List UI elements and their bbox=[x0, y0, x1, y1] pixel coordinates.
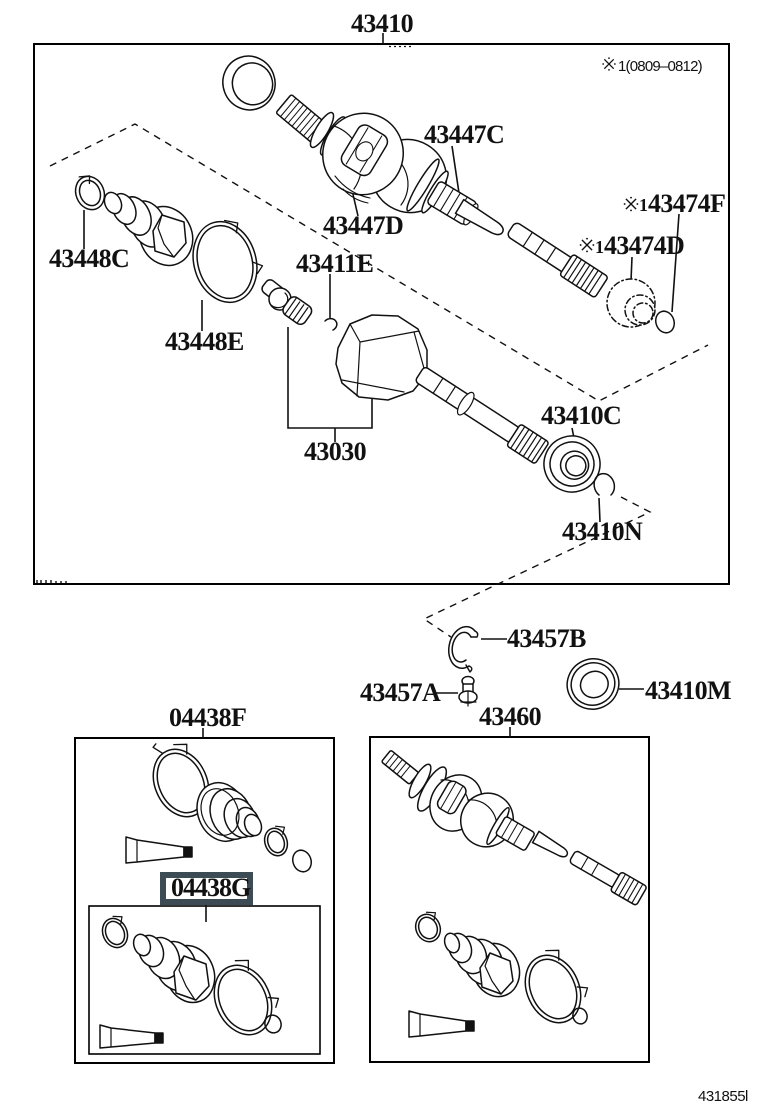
svg-text:43411E: 43411E bbox=[296, 249, 374, 278]
svg-text:43474F: 43474F bbox=[648, 189, 725, 218]
svg-text:43457A: 43457A bbox=[360, 678, 441, 707]
svg-text:43457B: 43457B bbox=[507, 624, 586, 653]
svg-text:43410N: 43410N bbox=[562, 517, 643, 546]
svg-text:04438G: 04438G bbox=[171, 873, 251, 902]
svg-text:43410M: 43410M bbox=[645, 676, 731, 705]
svg-text:43448C: 43448C bbox=[49, 244, 129, 273]
svg-text:43447D: 43447D bbox=[323, 211, 403, 240]
svg-text:43460: 43460 bbox=[479, 702, 542, 731]
svg-text:1(0809–0812): 1(0809–0812) bbox=[618, 58, 703, 75]
svg-text:43030: 43030 bbox=[304, 437, 367, 466]
svg-text:43410: 43410 bbox=[351, 9, 414, 38]
svg-text:43410C: 43410C bbox=[541, 401, 621, 430]
svg-text:43448E: 43448E bbox=[165, 327, 244, 356]
svg-text:43447C: 43447C bbox=[424, 120, 504, 149]
svg-text:04438F: 04438F bbox=[169, 703, 246, 732]
svg-text:43474D: 43474D bbox=[604, 231, 684, 260]
svg-text:1: 1 bbox=[595, 237, 604, 257]
svg-text:431855l: 431855l bbox=[698, 1088, 748, 1105]
svg-text:1: 1 bbox=[639, 195, 648, 215]
